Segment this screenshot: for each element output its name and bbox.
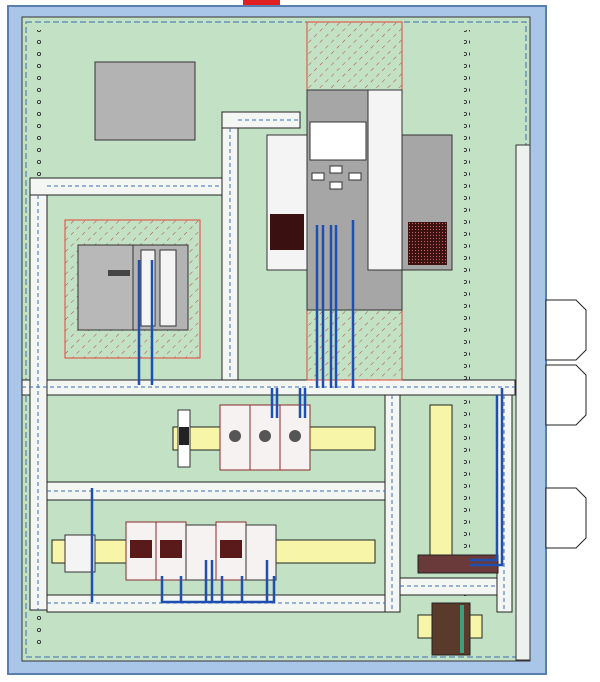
door-latches	[545, 299, 587, 549]
drive-display	[309, 121, 367, 161]
drive-keepout-bottom	[306, 309, 403, 381]
contactor	[245, 524, 277, 581]
drive-keypad	[311, 165, 362, 190]
braking-grid	[408, 222, 447, 265]
plc-module	[77, 244, 189, 331]
drive-keepout-top	[306, 21, 403, 91]
terminal-block-group	[431, 602, 471, 656]
drive-side-panel	[367, 89, 403, 271]
wiring	[90, 220, 504, 604]
top-tab	[243, 0, 280, 5]
relay	[64, 534, 96, 573]
latch-icon	[545, 487, 587, 549]
latch-icon	[545, 364, 587, 426]
filter-grid	[270, 214, 304, 250]
latch-icon	[545, 299, 587, 361]
side-rail	[515, 144, 531, 661]
power-supply-module	[94, 61, 196, 141]
din-rail	[429, 404, 453, 571]
duct-centerlines	[22, 119, 515, 612]
hole-row-right	[464, 30, 470, 650]
